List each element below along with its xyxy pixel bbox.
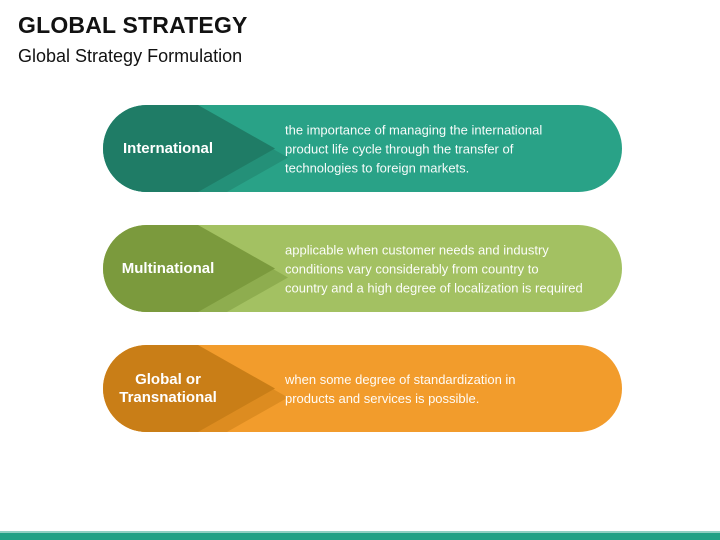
strategy-row-multinational: Multinational applicable when customer n… [103,225,622,312]
row-label: Multinational [121,259,215,277]
row-label: International [122,139,213,157]
footer-accent-bar [0,531,720,540]
row-description: when some degree of standardization in p… [285,371,516,406]
row-label: Global or Transnational [119,370,217,406]
strategy-row-international: International the importance of managing… [103,105,622,192]
page-subtitle: Global Strategy Formulation [18,46,243,66]
row-description: the importance of managing the internati… [285,122,543,175]
strategy-row-global-transnational: Global or Transnational when some degree… [103,345,622,432]
page-title: GLOBAL STRATEGY [18,12,248,38]
row-description: applicable when customer needs and indus… [285,242,583,295]
